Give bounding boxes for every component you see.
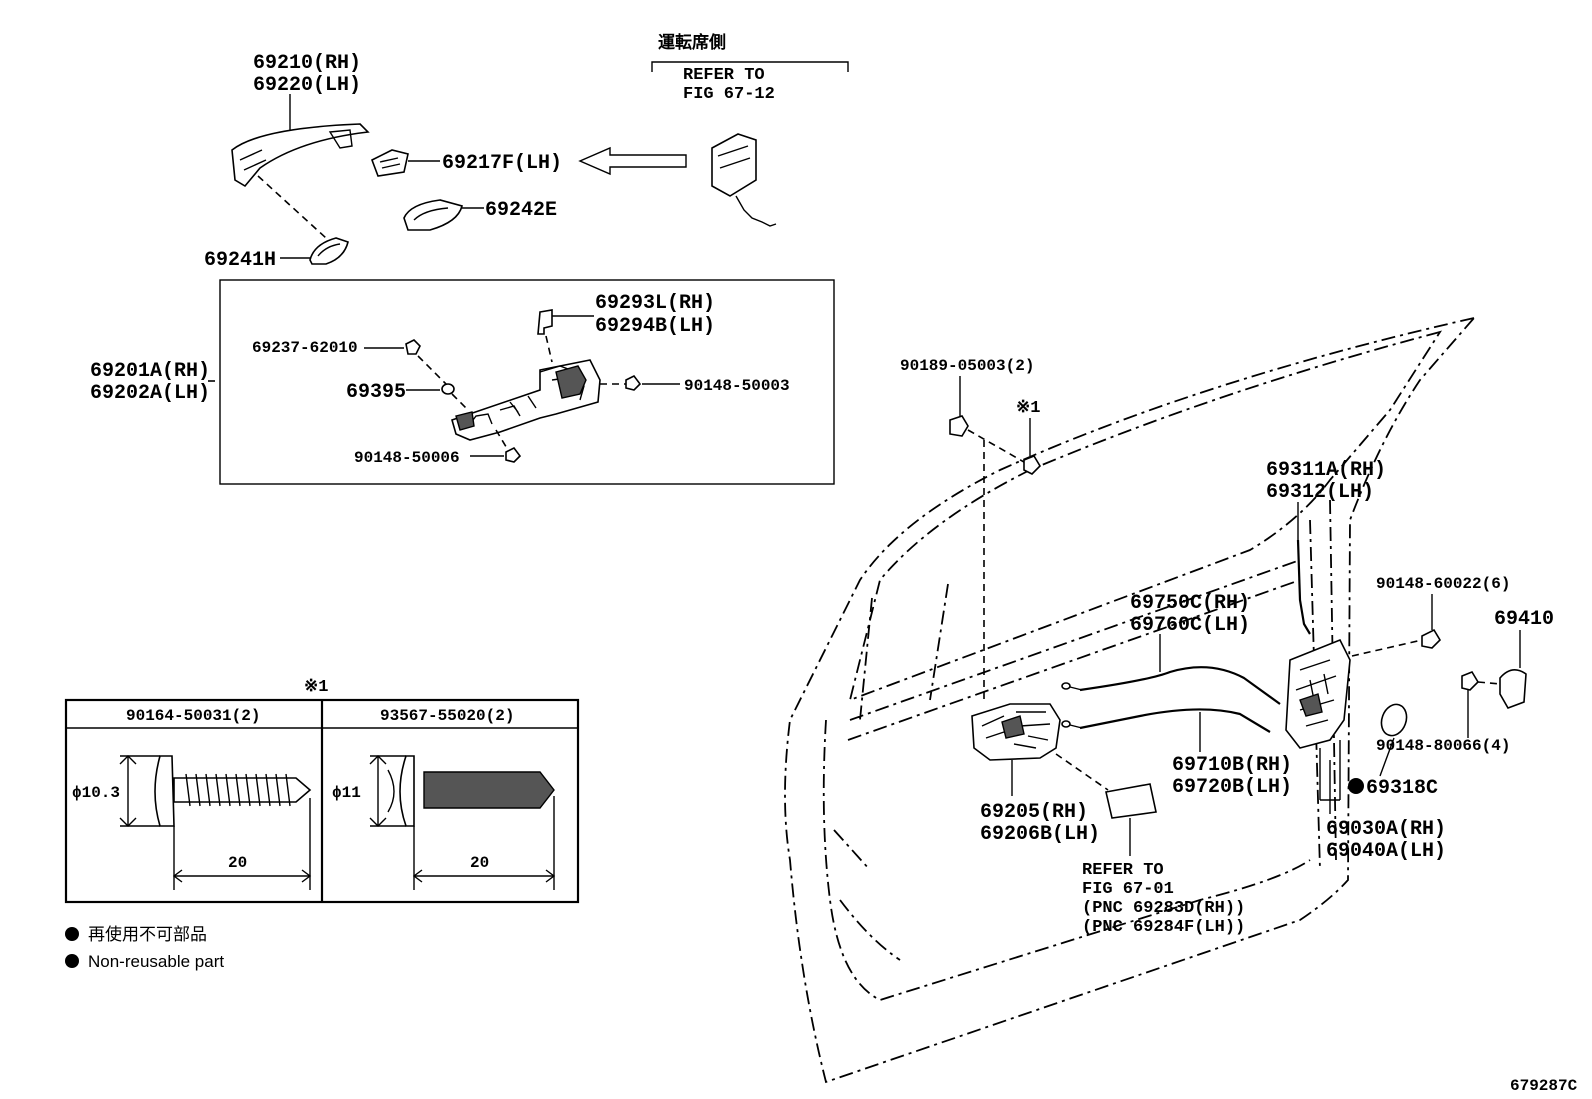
- label-69201a: 69201A(RH): [90, 360, 210, 383]
- label-refer-to-1: REFER TO: [683, 66, 765, 85]
- bracket-69293l: [537, 309, 553, 335]
- screw-90164-len: 20: [228, 854, 247, 872]
- screw-table-mark: ※1: [304, 678, 328, 697]
- label-69750c: 69750C(RH): [1130, 592, 1250, 615]
- label-fig-67-12: FIG 67-12: [683, 85, 775, 104]
- label-69040a: 69040A(LH): [1326, 840, 1446, 863]
- label-pnc-rh: (PNC 69283D(RH)): [1082, 899, 1245, 918]
- label-90148-50003: 90148-50003: [684, 377, 790, 395]
- handle-pad-69241h: [309, 237, 349, 265]
- screw-90164-head: [154, 755, 175, 827]
- screw-90164-shank: [173, 777, 312, 803]
- label-90148-50006: 90148-50006: [354, 449, 460, 467]
- screw-table-col1-header: 90164-50031(2): [126, 707, 260, 725]
- label-69311a: 69311A(RH): [1266, 459, 1386, 482]
- label-69710b: 69710B(RH): [1172, 754, 1292, 777]
- cap-90189: [949, 415, 969, 437]
- label-driver-side: 運転席側: [658, 32, 726, 54]
- door-lock-group: 90189-05003(2) ※1 69311A(RH) 69312(LH) 9…: [900, 357, 1554, 937]
- ring-69318c: [1380, 703, 1408, 737]
- label-69210: 69210(RH): [253, 52, 361, 75]
- label-pnc-lh: (PNC 69284F(LH)): [1082, 918, 1245, 937]
- label-69202a: 69202A(LH): [90, 382, 210, 405]
- label-90189: 90189-05003(2): [900, 357, 1034, 375]
- label-69395: 69395: [346, 381, 406, 404]
- label-69318c: 69318C: [1366, 777, 1438, 800]
- bolt-90148-50003: [625, 374, 642, 391]
- screw-93567-len: 20: [470, 854, 489, 872]
- striker-69410: [1499, 669, 1527, 709]
- cover-ref-67-01: [1105, 783, 1157, 819]
- label-90148-60022: 90148-60022(6): [1376, 575, 1510, 593]
- label-69293l: 69293L(RH): [595, 292, 715, 315]
- screw-table-col2-header: 93567-55020(2): [380, 707, 514, 725]
- legend-dot-jp: [65, 927, 79, 941]
- label-69294b: 69294B(LH): [595, 315, 715, 338]
- screw-93567-head: [399, 755, 415, 827]
- bolt-90148-50006: [505, 446, 522, 463]
- legend-dot-en: [65, 954, 79, 968]
- frame-assembly-group: 69201A(RH) 69202A(LH) 69293L(RH) 69294B(…: [90, 279, 835, 485]
- lock-cylinder: [711, 133, 757, 197]
- label-69030a: 69030A(RH): [1326, 818, 1446, 841]
- lock-rod-69311a: [1296, 539, 1311, 635]
- label-refer-to-2: REFER TO: [1082, 861, 1164, 880]
- label-69760c: 69760C(LH): [1130, 614, 1250, 637]
- cable-69710b: [1079, 708, 1271, 733]
- screw-93567-dia: ϕ11: [332, 784, 361, 802]
- label-69237: 69237-62010: [252, 339, 358, 357]
- label-69205: 69205(RH): [980, 801, 1088, 824]
- driver-side-bracket: [651, 61, 849, 72]
- legend-en: Non-reusable part: [88, 952, 224, 971]
- cable-69750c: [1079, 666, 1281, 705]
- figure-id: 679287C: [1510, 1077, 1578, 1095]
- label-69206b: 69206B(LH): [980, 823, 1100, 846]
- frame-assembly-box: [219, 279, 835, 485]
- label-69242e: 69242E: [485, 199, 557, 222]
- label-69220: 69220(LH): [253, 74, 361, 97]
- legend-jp: 再使用不可部品: [88, 924, 207, 944]
- door-outline: [784, 316, 1477, 1084]
- label-fig-67-01: FIG 67-01: [1082, 880, 1174, 899]
- screw-90148-60022: [1421, 628, 1442, 649]
- outside-handle: [231, 123, 370, 188]
- legend: 再使用不可部品 Non-reusable part: [65, 924, 224, 971]
- screw-90148-80066: [1461, 671, 1480, 691]
- label-note-mark-1: ※1: [1016, 399, 1040, 418]
- label-69241h: 69241H: [204, 249, 276, 272]
- handle-pad-69242e: [403, 199, 463, 231]
- outside-handle-group: 運転席側 REFER TO FIG 67-12 69210(RH) 69220(…: [204, 32, 849, 272]
- screw-90164-dia: ϕ10.3: [72, 784, 120, 802]
- screw-93567-shank: [423, 771, 555, 809]
- non-reusable-dot-69318c: [1348, 778, 1364, 794]
- handle-cap-69217f: [370, 149, 409, 177]
- hollow-arrow: [578, 146, 687, 176]
- label-69217f: 69217F(LH): [442, 152, 562, 175]
- screw-note-1: [1023, 455, 1042, 475]
- screw-table-group: ※1 90164-50031(2) 93567-55020(2) ϕ10.3 2…: [64, 678, 580, 904]
- bolt-69237: [405, 339, 421, 355]
- label-69410: 69410: [1494, 608, 1554, 631]
- label-90148-80066: 90148-80066(4): [1376, 737, 1510, 755]
- label-69312: 69312(LH): [1266, 481, 1374, 504]
- label-69720b: 69720B(LH): [1172, 776, 1292, 799]
- pad-69395: [441, 383, 455, 395]
